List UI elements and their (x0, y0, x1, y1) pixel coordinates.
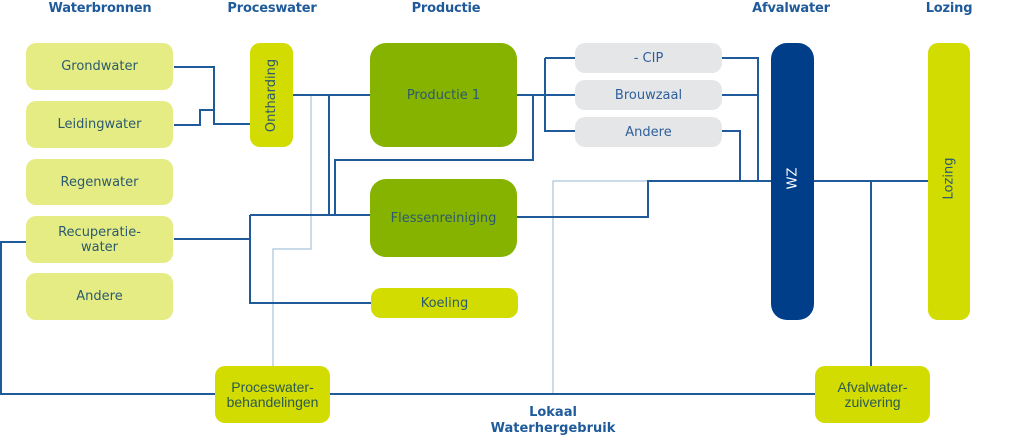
line-leidingwater (174, 109, 214, 126)
label-lokaal-waterhergebruik: Lokaal Waterhergebruik (491, 405, 616, 437)
treatment-label-line2: behandelingen (226, 393, 319, 410)
light-line-reuse-right (552, 180, 740, 394)
wastewater-wz[interactable]: WZ (771, 43, 814, 320)
line-grondwater (174, 66, 250, 125)
treatment-label-line1: Proceswater- (231, 378, 314, 395)
light-line-reuse-left (272, 95, 312, 366)
header-productie: Productie (411, 1, 481, 16)
treatment-proceswaterbehandelingen[interactable]: Proceswater- behandelingen (215, 366, 330, 423)
source-label-line2: water (80, 239, 119, 255)
line-productie-top-branch (334, 95, 534, 215)
subprocess-label: - CIP (633, 50, 664, 66)
discharge-lozing[interactable]: Lozing (928, 43, 970, 320)
subprocess-cip[interactable]: - CIP (575, 43, 722, 73)
subprocess-label: Andere (625, 124, 672, 140)
process-koeling[interactable]: Koeling (371, 288, 518, 318)
footer-line2: Waterhergebruik (490, 421, 616, 436)
line-fles-out (517, 180, 771, 218)
process-ontharding[interactable]: Ontharding (250, 43, 293, 147)
header-proceswater: Proceswater (227, 1, 317, 16)
subprocess-brouwzaal[interactable]: Brouwzaal (575, 80, 722, 110)
source-label: Andere (76, 289, 123, 304)
treatment-afvalwaterzuivering[interactable]: Afvalwater- zuivering (815, 366, 930, 423)
source-andere[interactable]: Andere (26, 273, 173, 320)
footer-line1: Lokaal (529, 405, 577, 420)
line-reuse-return (0, 241, 215, 395)
subprocess-andere[interactable]: Andere (575, 117, 722, 147)
process-productie-1[interactable]: Productie 1 (370, 43, 517, 147)
source-label-line1: Recuperatie- (58, 224, 141, 240)
line-andere-out (722, 130, 741, 181)
source-grondwater[interactable]: Grondwater (26, 43, 173, 90)
treatment-label-line1: Afvalwater- (837, 378, 908, 395)
flessenreiniging-label: Flessenreiniging (390, 210, 497, 226)
source-label: Regenwater (60, 174, 139, 190)
source-recuperatiewater[interactable]: Recuperatie- water (26, 216, 173, 263)
lozing-label: Lozing (941, 157, 957, 200)
line-branch-vertical (544, 58, 575, 132)
ontharding-label: Ontharding (264, 58, 279, 132)
process-flessenreiniging[interactable]: Flessenreiniging (370, 179, 517, 257)
header-waterbronnen: Waterbronnen (48, 1, 152, 16)
header-lozing: Lozing (925, 1, 973, 16)
line-recup-bus (249, 215, 371, 304)
koeling-label: Koeling (420, 295, 469, 311)
subprocess-label: Brouwzaal (614, 87, 683, 103)
line-cip-out (722, 57, 759, 181)
source-label: Leidingwater (57, 117, 142, 132)
productie-1-label: Productie 1 (406, 87, 481, 103)
source-label: Grondwater (61, 59, 138, 74)
wz-label: WZ (784, 167, 800, 190)
source-leidingwater[interactable]: Leidingwater (26, 101, 173, 148)
treatment-label-line2: zuivering (844, 393, 901, 410)
header-afvalwater: Afvalwater (752, 1, 830, 16)
source-regenwater[interactable]: Regenwater (26, 159, 173, 205)
